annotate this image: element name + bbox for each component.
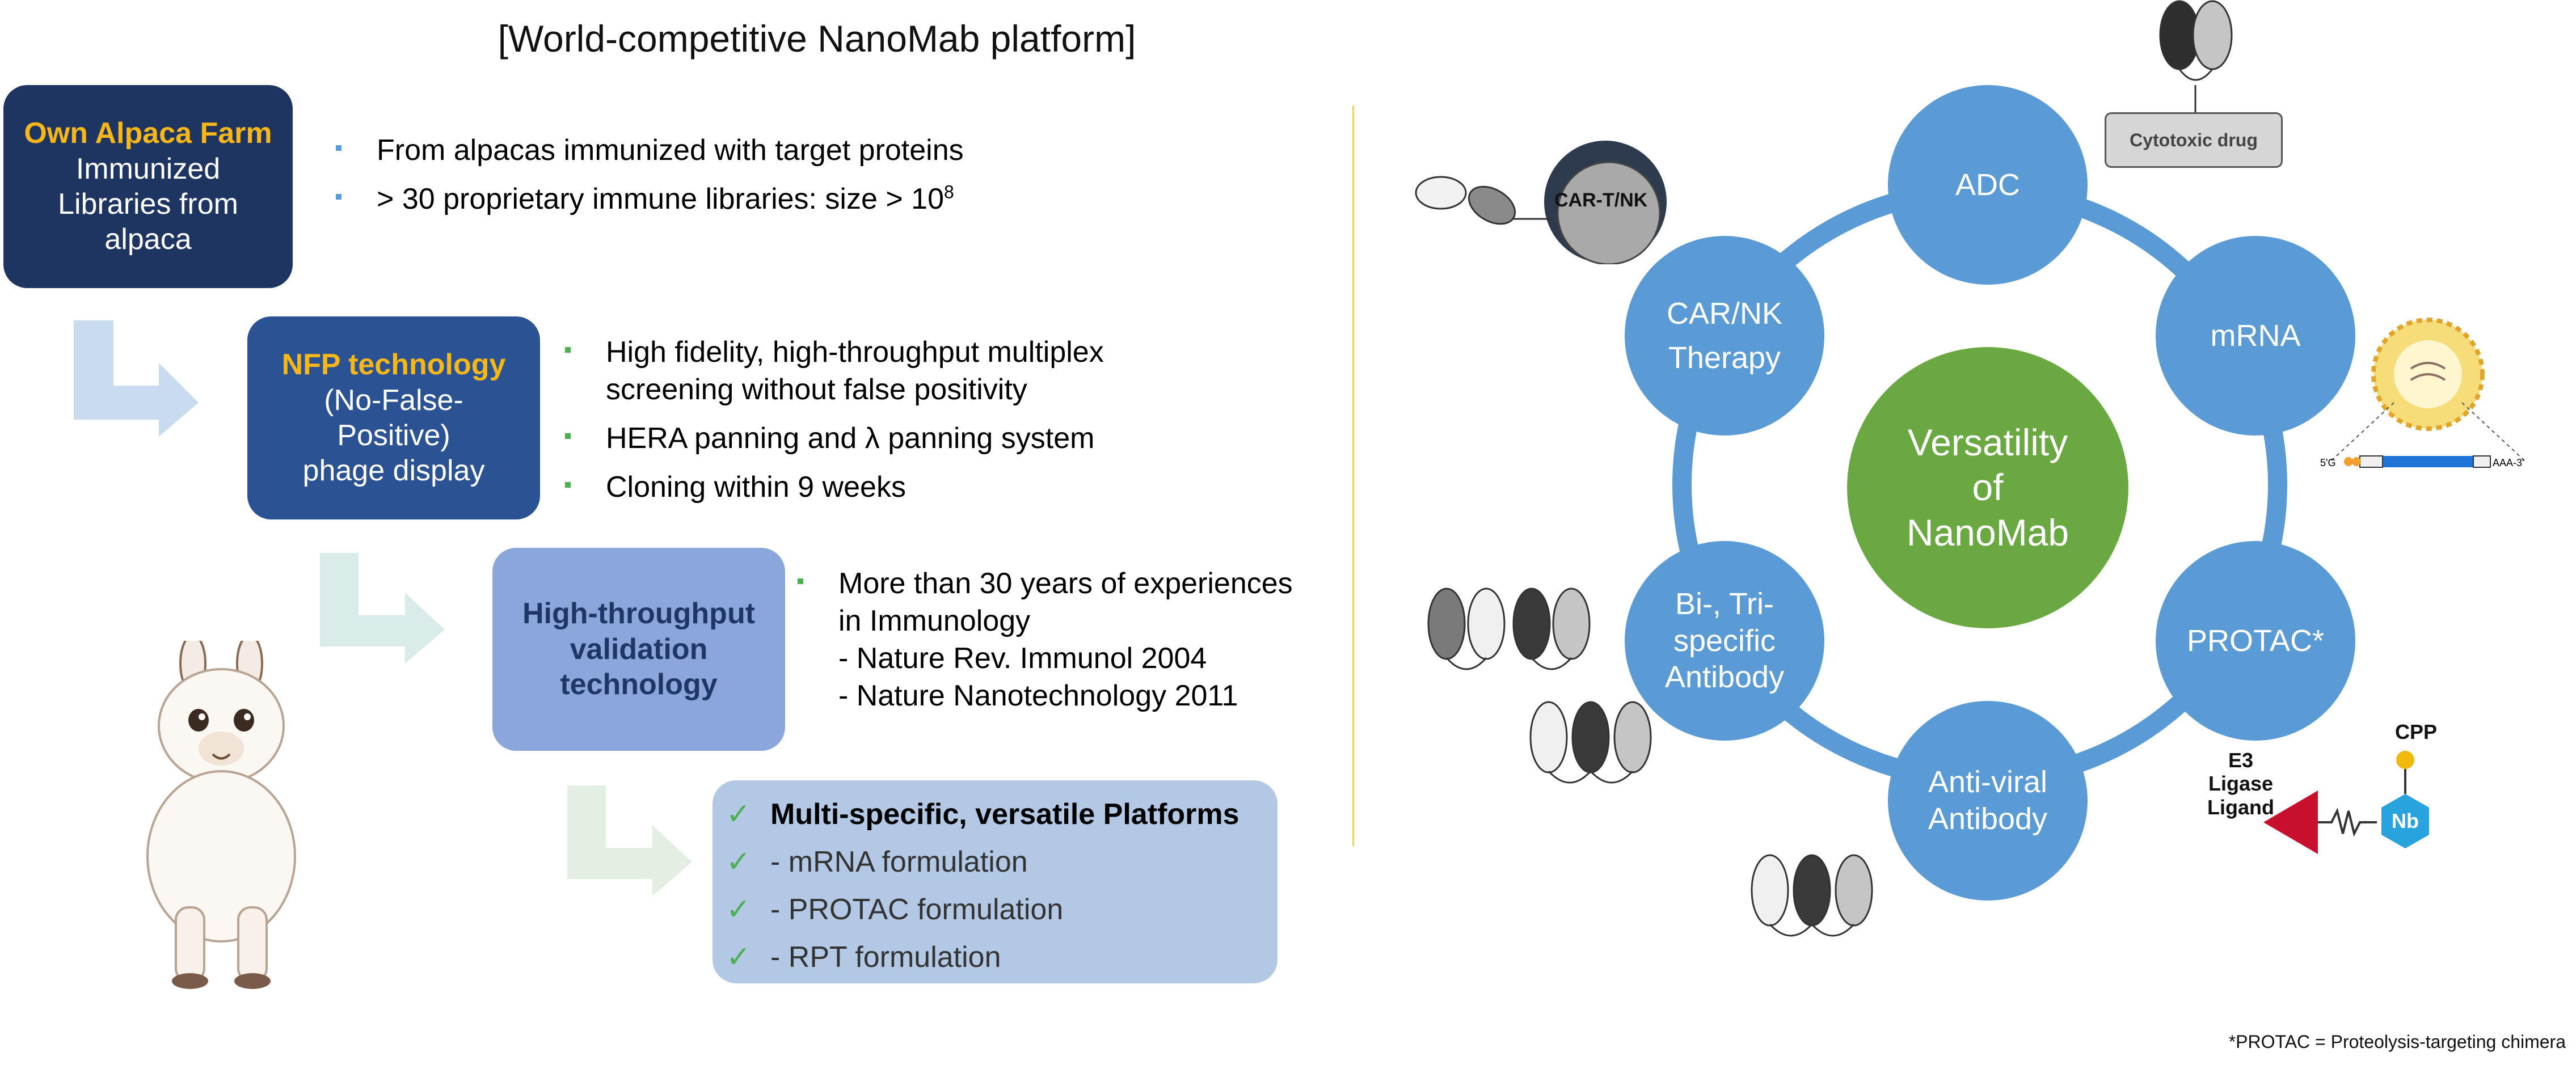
mrna-3-label: AAA-3' bbox=[2493, 457, 2524, 468]
platform-item: ✓- PROTAC formulation bbox=[726, 893, 1064, 926]
nfp-line: (No-False- bbox=[324, 383, 463, 417]
bullet-item: From alpacas immunized with target prote… bbox=[332, 132, 1070, 169]
validation-bullets: More than 30 years of experiences in Imm… bbox=[794, 565, 1316, 715]
flow-arrow-1 bbox=[74, 320, 199, 437]
alpaca-bullets: From alpacas immunized with target prote… bbox=[332, 132, 1070, 229]
check-icon: ✓ bbox=[726, 941, 751, 974]
protac-molecule-icon: Nb bbox=[2263, 751, 2429, 854]
check-icon: ✓ bbox=[726, 846, 751, 878]
bullet-square-icon bbox=[336, 145, 342, 151]
alpaca-farm-line: alpaca bbox=[104, 223, 192, 256]
mrna-node: mRNA bbox=[2156, 236, 2355, 436]
check-icon: ✓ bbox=[726, 893, 751, 926]
platforms-list: ✓Multi-specific, versatile Platforms ✓- … bbox=[726, 791, 1271, 981]
validation-line: validation bbox=[570, 632, 708, 666]
bispecific-antibody-icon bbox=[1529, 701, 1652, 784]
platform-item: ✓- RPT formulation bbox=[726, 941, 1001, 974]
nb-label: Nb bbox=[2392, 809, 2419, 832]
bullet-square-icon bbox=[336, 194, 342, 200]
platforms-box bbox=[712, 780, 1278, 983]
superscript: 8 bbox=[944, 181, 954, 202]
alpaca-farm-box: Own Alpaca Farm Immunized Libraries from… bbox=[3, 85, 293, 288]
flow-arrow-2 bbox=[320, 553, 445, 663]
footnote: *PROTAC = Proteolysis-targeting chimera bbox=[2228, 1032, 2566, 1052]
bullet-item: More than 30 years of experiences in Imm… bbox=[794, 565, 1316, 640]
check-icon: ✓ bbox=[726, 798, 751, 831]
platform-item: ✓- mRNA formulation bbox=[726, 846, 1028, 878]
alpaca-farm-line: Libraries from bbox=[58, 188, 238, 221]
alpaca-illustration bbox=[146, 641, 296, 989]
bullet-item: HERA panning and λ panning system bbox=[562, 420, 1203, 457]
bullet-item: High fidelity, high-throughput multiplex… bbox=[562, 333, 1203, 408]
mrna-5-label: 5'G bbox=[2320, 457, 2335, 468]
bullet-square-icon bbox=[565, 433, 571, 439]
nfp-line: phage display bbox=[302, 454, 485, 488]
flow-arrow-3 bbox=[567, 785, 692, 896]
protac-node: PROTAC* bbox=[2156, 541, 2355, 741]
bullet-square-icon bbox=[565, 347, 571, 353]
adc-node: ADC bbox=[1888, 85, 2088, 285]
nfp-title: NFP technology bbox=[281, 348, 506, 382]
reference-line: - Nature Rev. Immunol 2004 bbox=[838, 642, 1207, 675]
alpaca-farm-title: Own Alpaca Farm bbox=[24, 117, 272, 150]
cpp-label: CPP bbox=[2395, 720, 2438, 743]
nfp-bullets: High fidelity, high-throughput multiplex… bbox=[562, 333, 1203, 517]
cart-nk-label: CAR-T/NK bbox=[1554, 189, 1648, 211]
trispecific-antibody-icon bbox=[1427, 588, 1591, 670]
mrna-lnp-icon: 5'G AAA-3' bbox=[2320, 318, 2525, 468]
cart-cell-icon bbox=[1415, 141, 1667, 264]
nfp-line: Positive) bbox=[337, 419, 450, 452]
vertical-divider bbox=[1352, 105, 1354, 846]
validation-line: technology bbox=[560, 668, 718, 701]
page-title: [World-competitive NanoMab platform] bbox=[498, 18, 1136, 60]
bullet-item: > 30 proprietary immune libraries: size … bbox=[332, 180, 1070, 218]
validation-line: High-throughput bbox=[522, 597, 756, 631]
platform-item: ✓Multi-specific, versatile Platforms bbox=[726, 798, 1239, 831]
bullet-item: Cloning within 9 weeks bbox=[562, 468, 1203, 506]
bullet-square-icon bbox=[798, 578, 803, 584]
reference-line: - Nature Nanotechnology 2011 bbox=[838, 679, 1238, 713]
cytotoxic-drug-label: Cytotoxic drug bbox=[2105, 112, 2283, 168]
validation-box: High-throughput validation technology bbox=[492, 548, 785, 751]
alpaca-farm-line: Immunized bbox=[75, 152, 221, 185]
bullet-square-icon bbox=[565, 482, 571, 488]
adc-antibody-icon bbox=[2159, 0, 2233, 112]
nfp-box: NFP technology (No-False- Positive) phag… bbox=[247, 316, 540, 519]
antiviral-antibody-icon bbox=[1751, 854, 1873, 937]
